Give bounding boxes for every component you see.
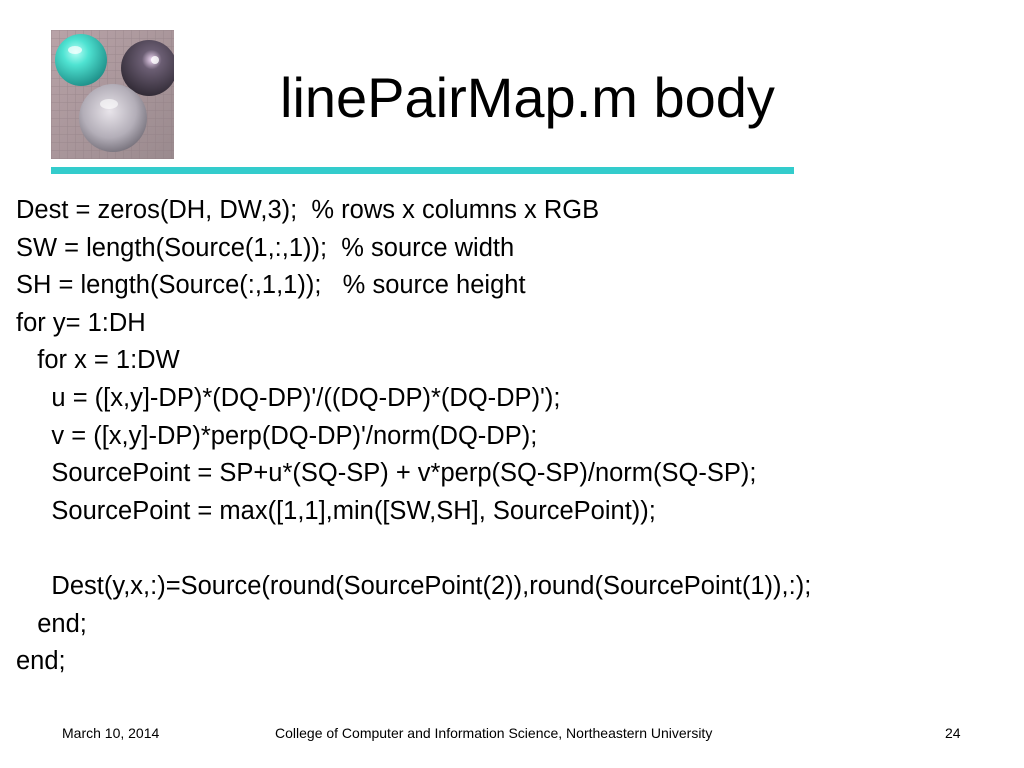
code-line-blank (16, 530, 1016, 568)
code-line: SourcePoint = SP+u*(SQ-SP) + v*perp(SQ-S… (16, 459, 757, 488)
code-line: SourcePoint = max([1,1],min([SW,SH], Sou… (16, 496, 656, 525)
code-line: end; (16, 609, 87, 638)
code-block: Dest = zeros(DH, DW,3); % rows x columns… (16, 192, 1016, 681)
reflective-spheres-logo-icon (51, 30, 174, 159)
code-line: SH = length(Source(:,1,1)); % source hei… (16, 271, 526, 300)
code-line: v = ([x,y]-DP)*perp(DQ-DP)'/norm(DQ-DP); (16, 421, 538, 450)
code-line: SW = length(Source(1,:,1)); % source wid… (16, 233, 515, 262)
footer-page-number: 24 (945, 725, 961, 741)
title-underline-rule (51, 167, 794, 174)
code-line: for x = 1:DW (16, 346, 180, 375)
code-line: end; (16, 647, 66, 676)
code-line: Dest(y,x,:)=Source(round(SourcePoint(2))… (16, 571, 812, 600)
footer-organization: College of Computer and Information Scie… (275, 725, 713, 741)
footer-date: March 10, 2014 (62, 725, 160, 741)
code-line: for y= 1:DH (16, 308, 146, 337)
slide-title: linePairMap.m body (280, 66, 775, 129)
code-line: u = ([x,y]-DP)*(DQ-DP)'/((DQ-DP)*(DQ-DP)… (16, 383, 561, 412)
code-line: Dest = zeros(DH, DW,3); % rows x columns… (16, 196, 600, 224)
